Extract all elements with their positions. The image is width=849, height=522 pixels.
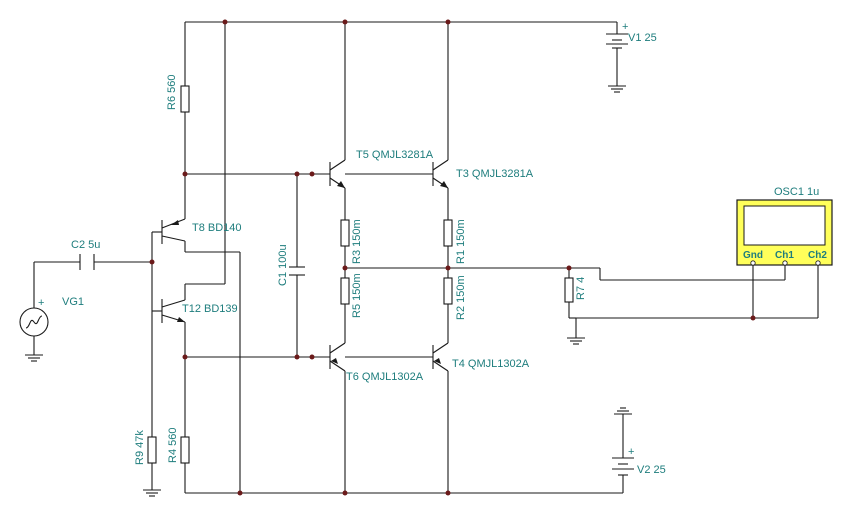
ground-icon	[608, 85, 626, 93]
label-v2: V2 25	[637, 464, 666, 476]
label-t3: T3 QMJL3281A	[456, 168, 534, 180]
label-t8: T8 BD140	[192, 222, 242, 234]
transistor-t5	[329, 159, 346, 189]
signal-source-vg1	[19, 307, 49, 337]
label-t4: T4 QMJL1302A	[452, 358, 530, 370]
label-r3: R3 150m	[351, 219, 363, 264]
resistor-r7	[564, 277, 574, 303]
transistor-t12	[161, 299, 186, 323]
junctions	[149, 19, 756, 496]
resistor-r6	[180, 85, 190, 113]
battery-v1	[606, 33, 628, 49]
osc-ch1-label: Ch1	[775, 250, 794, 261]
label-r6: R6 560	[166, 75, 178, 110]
osc-ch2-label: Ch2	[808, 250, 827, 261]
ground-icon	[25, 354, 43, 362]
vg1-plus: +	[38, 297, 44, 309]
capacitor-c1	[289, 266, 305, 276]
ground-icon	[143, 489, 161, 497]
label-vg1: VG1	[62, 296, 84, 308]
label-c1: C1 100u	[277, 244, 289, 286]
label-t6: T6 QMJL1302A	[346, 371, 424, 383]
resistor-r1	[443, 219, 453, 247]
v2-plus: +	[628, 446, 634, 458]
transistor-t6	[329, 342, 346, 372]
label-t5: T5 QMJL3281A	[356, 149, 434, 161]
label-t12: T12 BD139	[182, 303, 238, 315]
oscilloscope-osc1	[736, 199, 833, 266]
label-r2: R2 150m	[455, 275, 467, 320]
resistor-r2	[443, 277, 453, 305]
ground-icon	[614, 407, 632, 415]
label-r7: R7 4	[575, 277, 587, 300]
label-r9: R9 47k	[134, 430, 146, 465]
label-r4: R4 560	[167, 428, 179, 463]
label-c2: C2 5u	[71, 239, 100, 251]
transistor-t4	[432, 342, 449, 372]
label-r5: R5 150m	[351, 273, 363, 318]
label-r1: R1 150m	[455, 219, 467, 264]
resistor-r5	[340, 277, 350, 305]
ground-icon	[567, 337, 585, 345]
wires	[33, 21, 819, 494]
capacitor-c2	[79, 254, 95, 270]
osc-gnd-label: Gnd	[743, 250, 763, 261]
transistor-t3	[432, 159, 449, 189]
resistor-r3	[340, 219, 350, 247]
label-osc1: OSC1 1u	[774, 186, 819, 198]
label-v1: V1 25	[628, 32, 657, 44]
transistor-t8	[161, 218, 186, 244]
resistor-r4	[180, 436, 190, 464]
resistor-r9	[147, 436, 157, 464]
v1-plus: +	[622, 21, 628, 33]
battery-v2	[612, 457, 634, 482]
